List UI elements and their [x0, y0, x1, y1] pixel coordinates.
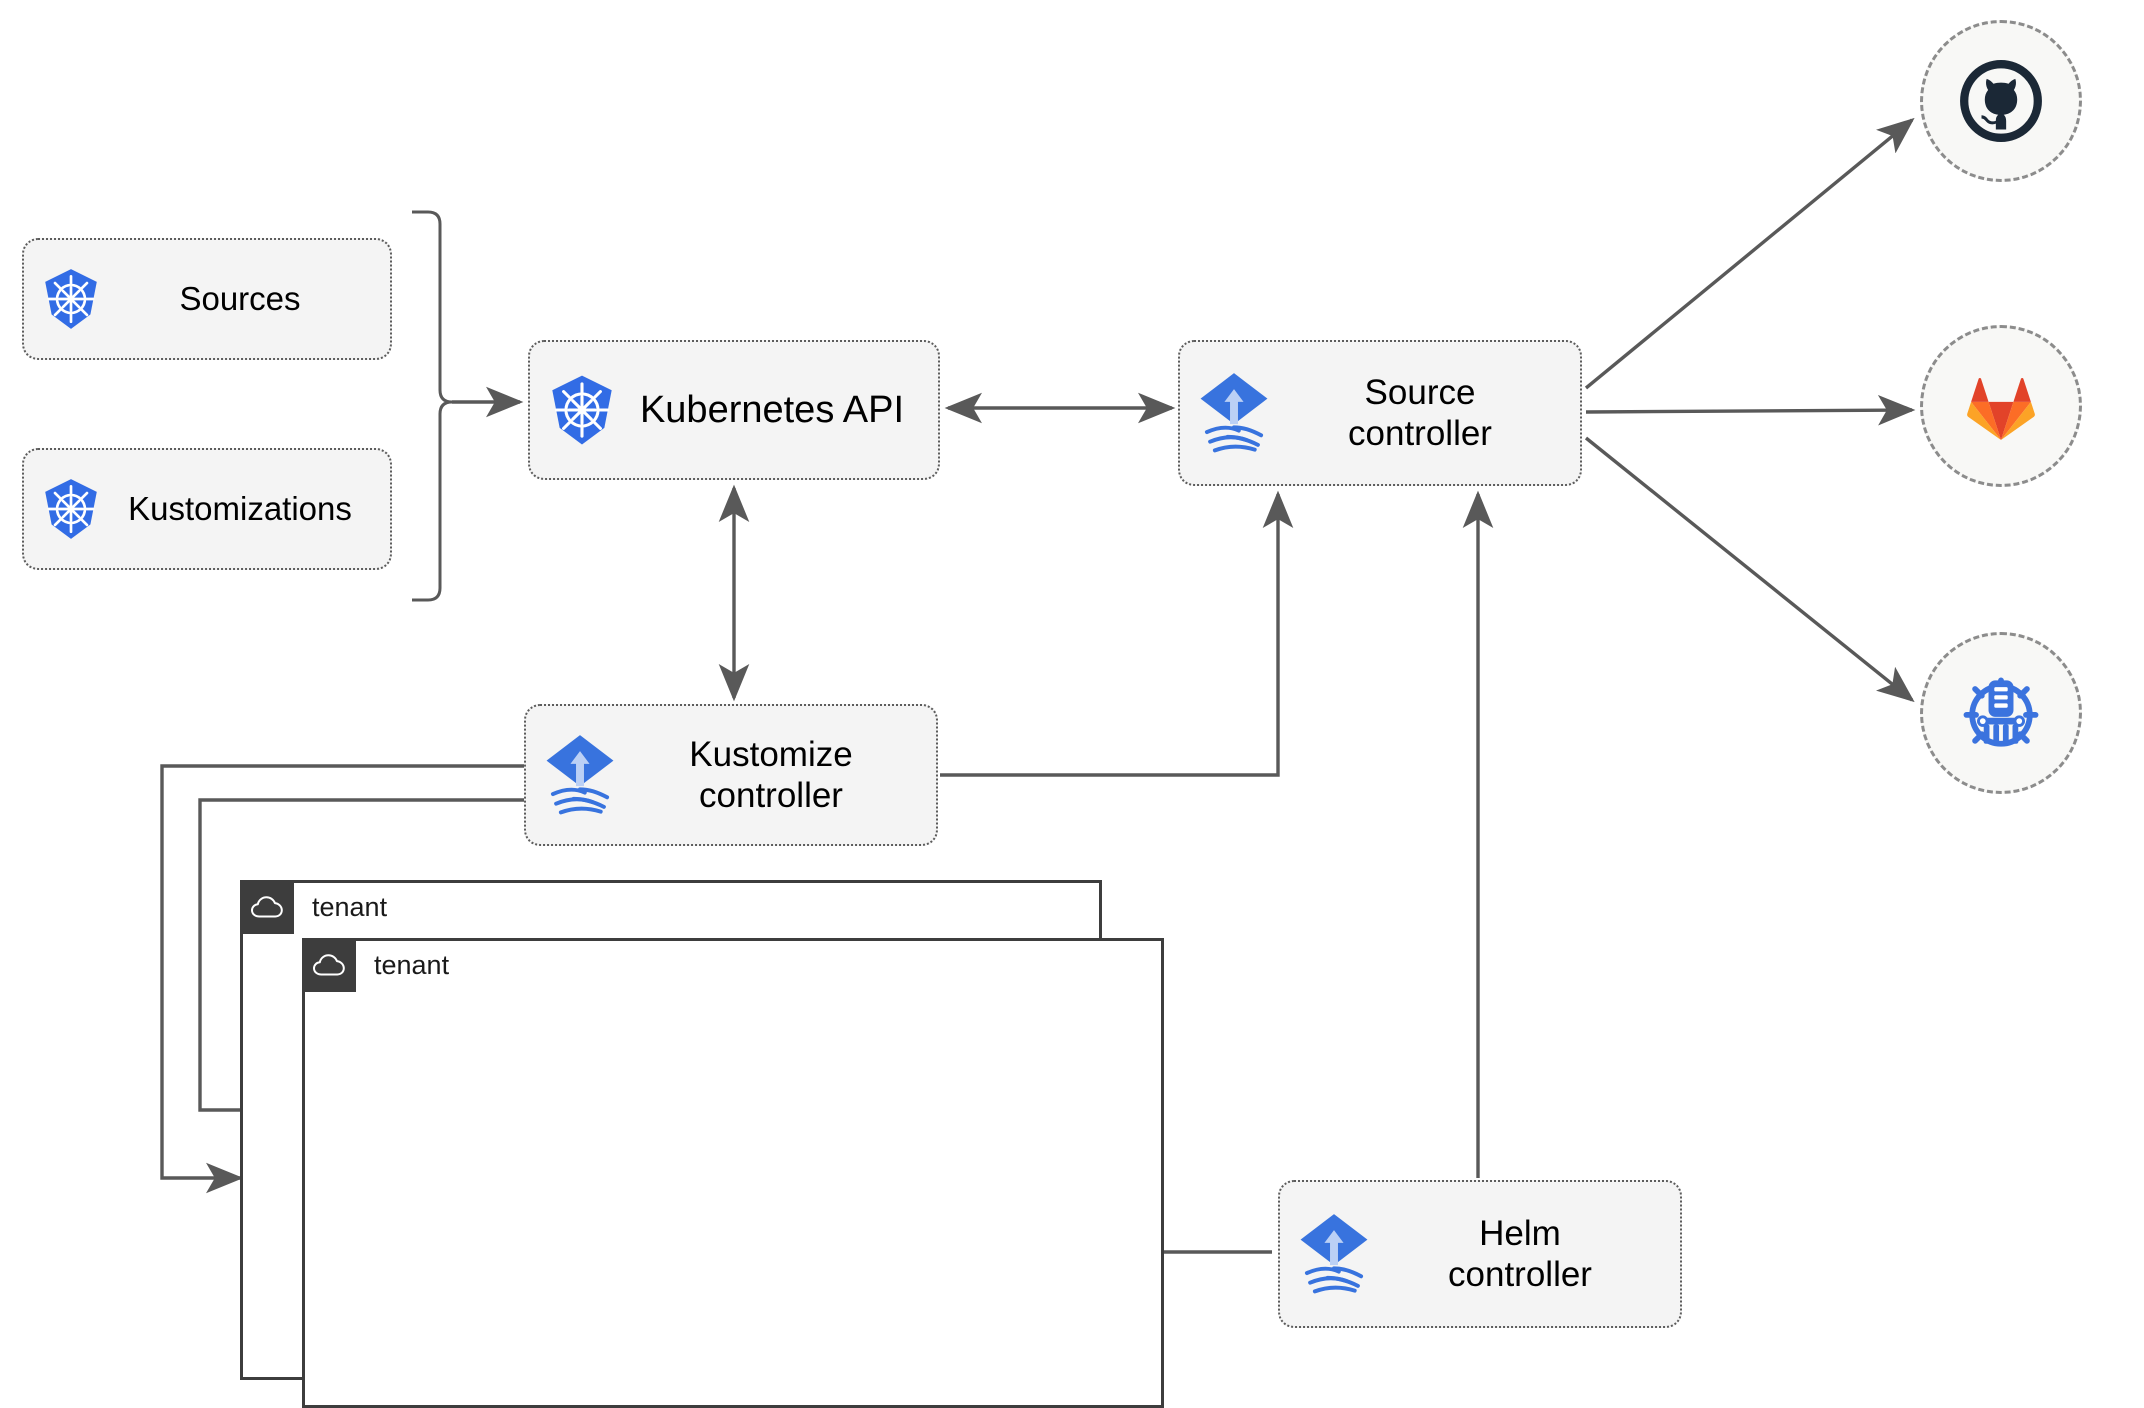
node-label: Kubernetes API [639, 388, 905, 431]
node-kubernetes-api[interactable]: Kubernetes API [528, 340, 940, 480]
cloud-icon [302, 938, 356, 992]
flux-icon [540, 732, 620, 818]
node-kustomizations[interactable]: Kustomizations [22, 448, 392, 570]
node-kustomize-controller[interactable]: Kustomize controller [524, 704, 938, 846]
gitlab-icon [1967, 377, 2035, 441]
edge-source-github [1584, 117, 1915, 390]
node-label: Source controller [1348, 372, 1492, 453]
provider-oci-registry[interactable] [1920, 632, 2082, 794]
node-label: Kustomizations [128, 489, 352, 527]
kubernetes-icon [38, 476, 104, 542]
cloud-icon [240, 880, 294, 934]
edge-source-gitlab [1585, 394, 1916, 426]
github-icon [1960, 60, 2042, 142]
node-label: Kustomize controller [689, 734, 853, 815]
tenant-header: tenant [240, 880, 387, 934]
tenant-title: tenant [312, 892, 388, 922]
flux-icon [1194, 370, 1274, 456]
node-source-controller[interactable]: Source controller [1178, 340, 1582, 486]
node-helm-controller[interactable]: Helm controller [1278, 1180, 1682, 1328]
tenant-window-front[interactable]: tenant [302, 938, 1164, 1408]
node-label: Sources [179, 279, 301, 317]
node-sources[interactable]: Sources [22, 238, 392, 360]
edge-source-oci [1584, 436, 1915, 703]
flux-icon [1294, 1211, 1374, 1297]
provider-github[interactable] [1920, 20, 2082, 182]
kubernetes-icon [38, 266, 104, 332]
brace-group [412, 210, 453, 602]
node-label: Helm controller [1448, 1213, 1592, 1294]
provider-gitlab[interactable] [1920, 325, 2082, 487]
oci-registry-icon [1963, 677, 2039, 747]
kubernetes-icon [544, 372, 620, 448]
tenant-title: tenant [374, 950, 450, 980]
edge-kustomize-source [940, 490, 1294, 777]
tenant-header: tenant [302, 938, 449, 992]
